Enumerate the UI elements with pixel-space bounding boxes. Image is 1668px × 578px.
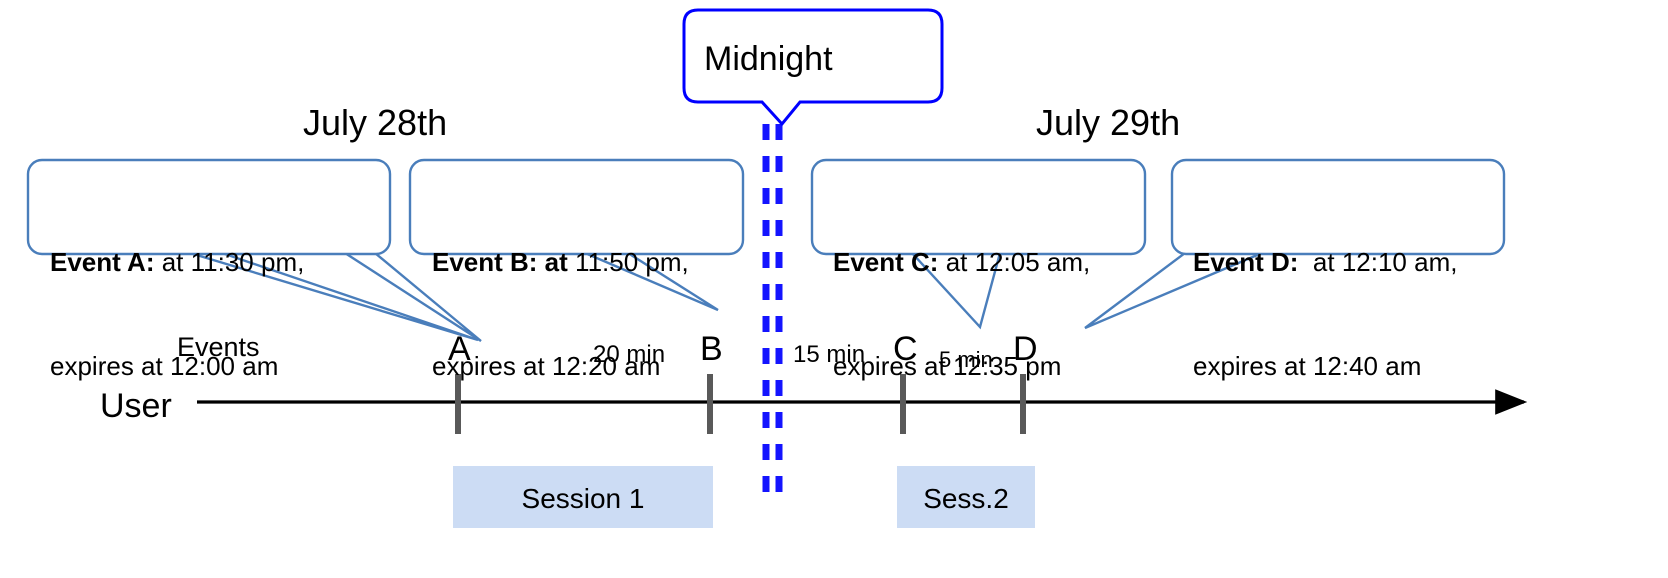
callout-box-event-a — [26, 158, 392, 256]
callout-bold-event-a: Event A: — [50, 247, 155, 278]
session-box-1 — [453, 466, 713, 528]
day-label-right: July 29th — [1036, 102, 1181, 143]
callout-box-event-b — [408, 158, 745, 256]
interval-label-3: 5 min — [939, 347, 993, 372]
callout-bold-event-b: Event B: at — [432, 247, 568, 278]
callout-line2-event-a: expires at 12:00 am — [50, 350, 279, 381]
callout-rest-event-d: at 12:10 am, — [1298, 247, 1458, 278]
callout-bold-event-c: Event C: — [833, 247, 939, 278]
callout-rest-event-b: 11:50 pm, — [567, 247, 689, 278]
session-label-2: Sess.2 — [923, 483, 1009, 514]
user-row-label: User — [100, 387, 172, 425]
session-box-2 — [897, 466, 1035, 528]
callout-rest-event-a: at 11:30 pm, — [154, 247, 305, 278]
event-letter-c: C — [893, 330, 918, 368]
callout-line2-event-d: expires at 12:40 am — [1193, 350, 1422, 381]
midnight-label: Midnight — [704, 40, 833, 78]
callout-box-midnight — [682, 8, 944, 127]
session-label-1: Session 1 — [521, 483, 645, 514]
events-row-label: Events — [177, 332, 260, 362]
event-letter-b: B — [700, 330, 723, 368]
callout-line2-event-c: expires at 12:35 pm — [833, 350, 1062, 381]
event-letter-a: A — [448, 330, 471, 368]
callout-text-event-d: Event D: at 12:10 am, expires at 12:40 a… — [1193, 176, 1457, 453]
callout-text-event-b: Event B: at 11:50 pm, expires at 12:20 a… — [432, 176, 689, 453]
interval-label-1: 20 min — [593, 341, 666, 368]
interval-label-2: 15 min — [793, 341, 866, 368]
callout-text-event-c: Event C: at 12:05 am, expires at 12:35 p… — [833, 176, 1090, 453]
callout-rest-event-c: at 12:05 am, — [938, 247, 1091, 278]
callout-box-event-c — [810, 158, 1147, 256]
callout-text-event-a: Event A: at 11:30 pm, expires at 12:00 a… — [50, 176, 304, 453]
callout-line2-event-b: expires at 12:20 am — [432, 350, 661, 381]
callout-box-event-d — [1170, 158, 1506, 256]
callout-bold-event-d: Event D: — [1193, 247, 1299, 278]
day-label-left: July 28th — [303, 102, 448, 143]
event-letter-d: D — [1013, 330, 1038, 368]
